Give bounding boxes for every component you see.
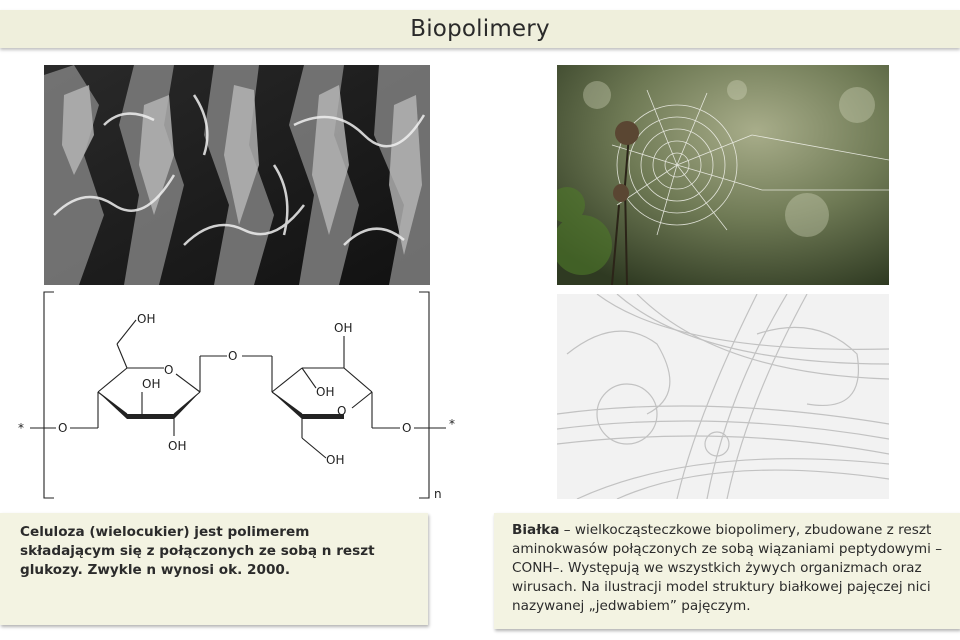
protein-caption-term: Białka [512,522,560,538]
formula-o-end-left: O [58,421,67,435]
protein-strands-image [557,294,889,499]
formula-oh-bot-left: OH [168,439,186,453]
formula-o-bridge: O [228,349,237,363]
formula-o-ring-right: O [337,404,346,418]
formula-n-subscript: n [434,487,442,501]
page-title: Biopolimery [410,16,550,42]
cellulose-micrograph-image [44,65,430,285]
cellulose-caption-text: Celuloza (wielocukier) jest polimerem sk… [20,524,375,578]
formula-oh-top-right: OH [334,321,352,335]
formula-o-ring-left: O [164,363,173,377]
formula-oh-mid-left: OH [142,377,160,391]
cellulose-formula-diagram: * O OH O OH OH O OH OH O OH O * n [14,288,464,503]
formula-oh-mid-right: OH [316,385,334,399]
title-bar: Biopolimery [0,10,960,48]
formula-oh-top-left: OH [137,312,155,326]
spider-web-image [557,65,889,285]
formula-oh-bot-right: OH [326,453,344,467]
cellulose-caption: Celuloza (wielocukier) jest polimerem sk… [0,513,428,625]
formula-star-right: * [449,417,455,431]
formula-star-left: * [18,421,24,435]
protein-caption-text: – wielkocząsteczkowe biopolimery, zbudow… [512,522,943,614]
formula-o-end-right: O [402,421,411,435]
protein-caption: Białka – wielkocząsteczkowe biopolimery,… [494,513,960,629]
